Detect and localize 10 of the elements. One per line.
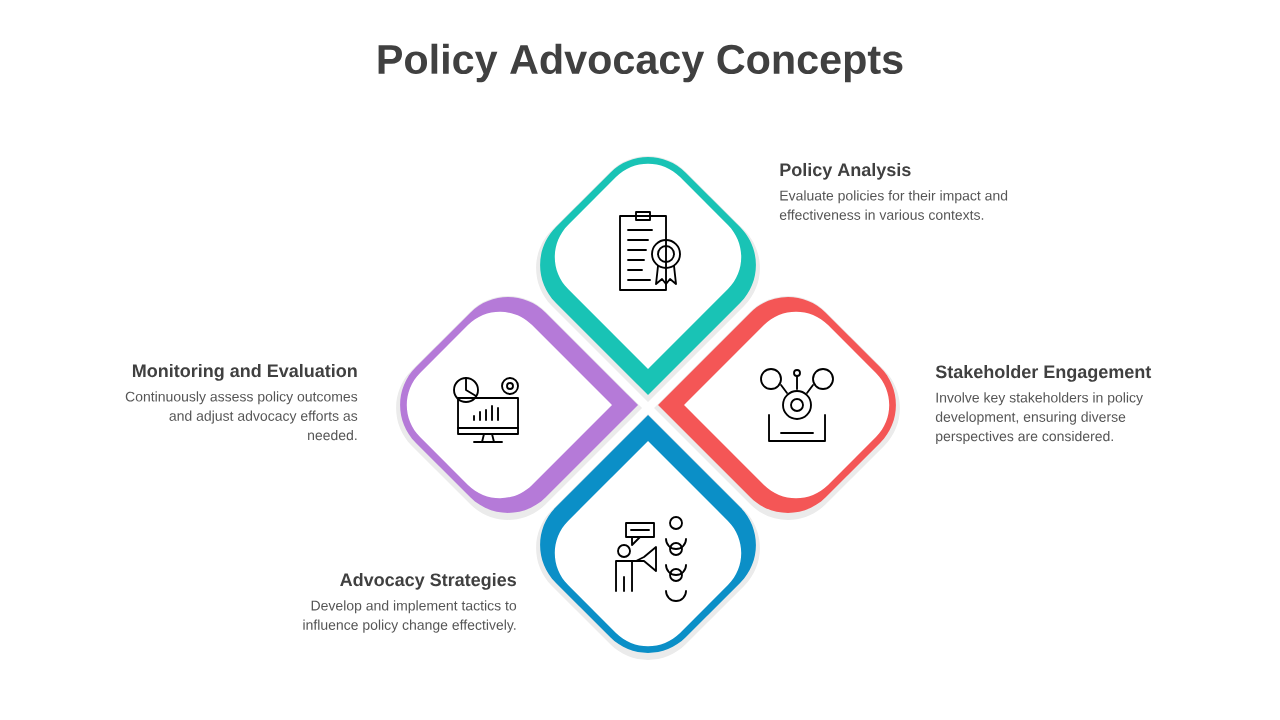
description-text: Develop and implement tactics to influence policy change effectively. [303, 600, 517, 633]
rounded-diamond-frame [536, 414, 760, 660]
description-text: Evaluate policies for their impact and effectiveness in various contexts. [779, 190, 1008, 220]
heading: Policy Analysis [780, 162, 911, 180]
title: Policy Advocacy Concepts [378, 43, 903, 83]
description-text: Involve key stakeholders in policy development, ensuring diverse perspectives are considered. [935, 392, 1143, 444]
heading: Monitoring and Evaluation [132, 363, 357, 381]
heading: Stakeholder Engagement [935, 364, 1152, 382]
heading: Advocacy Strategies [340, 572, 516, 590]
description-text: Continuously assess policy outcomes and adjust advocacy efforts as needed. [125, 391, 358, 441]
